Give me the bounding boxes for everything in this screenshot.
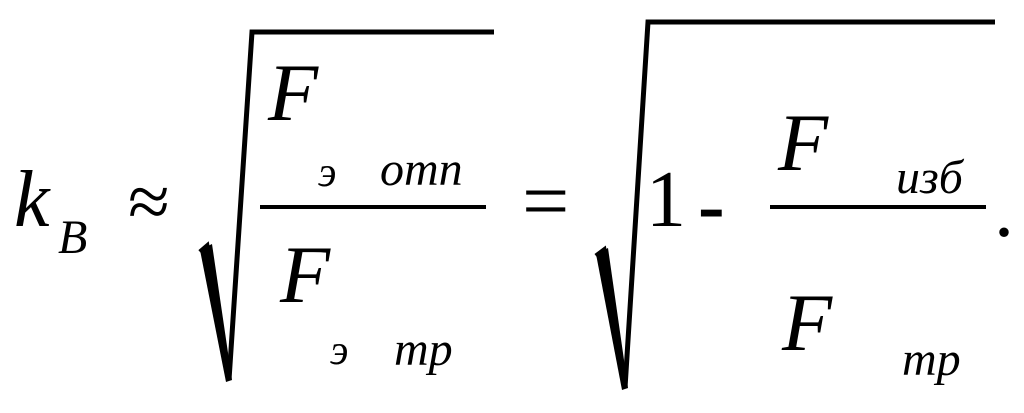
k-subscript-b: B bbox=[58, 211, 88, 264]
frac1-denominator-sub-e: э bbox=[330, 328, 349, 374]
frac1-denominator-f: F bbox=[280, 229, 331, 320]
frac2-numerator-sub-izb: изб bbox=[896, 151, 963, 204]
approx-sign: ≈ bbox=[128, 160, 170, 244]
trailing-period: . bbox=[994, 166, 1014, 254]
frac2-numerator-f: F bbox=[778, 97, 829, 188]
k-symbol: k bbox=[14, 156, 50, 244]
frac1-numerator-sub-otp: отп bbox=[380, 143, 463, 196]
frac2-denominator-f: F bbox=[782, 277, 833, 368]
equals-sign: = bbox=[522, 155, 570, 248]
number-one: 1 bbox=[646, 156, 686, 244]
radical-sign-2-stem bbox=[596, 248, 628, 390]
radical-sign-1-stem bbox=[200, 244, 232, 382]
frac1-numerator-sub-e: э bbox=[318, 150, 337, 196]
minus-sign: - bbox=[698, 162, 725, 250]
frac1-denominator-sub-tr: тр bbox=[394, 323, 453, 376]
frac2-denominator-sub-tr: тр bbox=[902, 333, 961, 386]
frac1-numerator-f: F bbox=[268, 47, 319, 138]
